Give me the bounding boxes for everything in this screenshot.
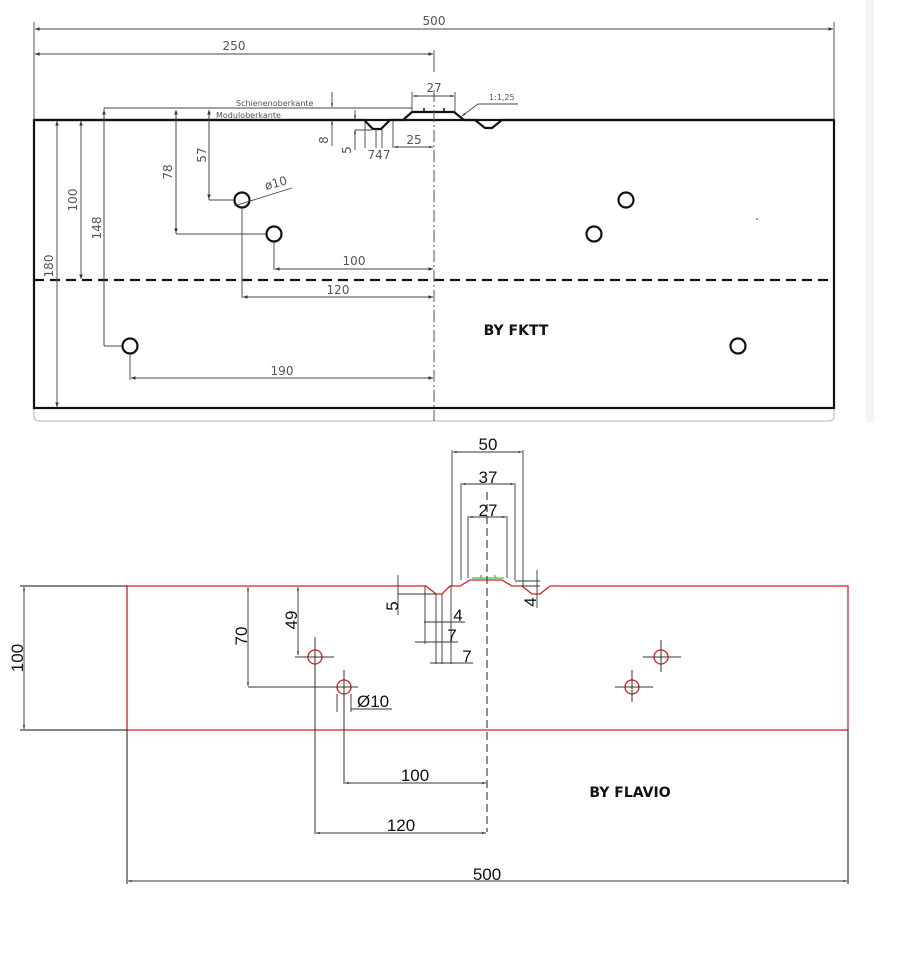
dim-horizontal bbox=[128, 781, 848, 883]
dim-label: 100 bbox=[8, 644, 27, 672]
dim-label: 500 bbox=[473, 865, 501, 884]
author-label: BY FKTT bbox=[484, 323, 549, 339]
module-top-profile-red bbox=[126, 579, 849, 731]
dim-label: 250 bbox=[223, 39, 246, 53]
dim-label: 27 bbox=[479, 501, 498, 520]
dim-rail-height bbox=[515, 570, 540, 608]
dim-label: 5 bbox=[383, 601, 402, 610]
dim-rail-height bbox=[330, 92, 372, 150]
hole bbox=[233, 191, 251, 209]
dim-label: 49 bbox=[282, 611, 301, 630]
dim-horizontal bbox=[129, 208, 433, 380]
diameter-leader bbox=[233, 187, 293, 207]
dim-half-width bbox=[35, 50, 435, 72]
hole-crosshair bbox=[615, 670, 653, 702]
dim-label: 7 bbox=[462, 647, 471, 666]
dim-top-widths bbox=[451, 450, 524, 586]
hole bbox=[729, 337, 747, 355]
hole-crosshair bbox=[334, 670, 358, 784]
dim-label: 100 bbox=[66, 189, 80, 212]
rail-profile bbox=[472, 575, 504, 579]
dim-label: 25 bbox=[406, 133, 421, 147]
dim-label: 4 bbox=[521, 597, 540, 606]
dim-label: 7 bbox=[447, 626, 456, 645]
dim-label: 27 bbox=[426, 81, 441, 95]
module-outline bbox=[32, 118, 836, 410]
hole-crosshair bbox=[295, 637, 334, 834]
dim-total-width bbox=[33, 22, 835, 120]
dim-groove-depth bbox=[397, 575, 436, 615]
outer-extension-lines bbox=[20, 585, 849, 884]
dim-label: 4 bbox=[453, 606, 462, 625]
dim-label: Ø10 bbox=[357, 692, 389, 711]
dim-rail-width bbox=[411, 92, 456, 112]
hole-crosshair bbox=[643, 640, 681, 672]
dim-hole-heights bbox=[246, 586, 336, 688]
dim-label: 190 bbox=[271, 364, 294, 378]
hole bbox=[617, 191, 635, 209]
stray-dot bbox=[756, 218, 758, 220]
dim-label: 180 bbox=[42, 255, 56, 278]
rail-top-label: Schienenoberkante bbox=[236, 99, 314, 108]
dim-groove-widths bbox=[415, 586, 473, 664]
dim-label: 100 bbox=[401, 766, 429, 785]
reference-lines bbox=[103, 107, 412, 347]
dim-groove-widths bbox=[364, 121, 394, 148]
hole bbox=[121, 337, 139, 355]
dim-label: 50 bbox=[479, 435, 498, 454]
slope-leader bbox=[461, 103, 518, 117]
hole bbox=[585, 225, 603, 243]
dim-hole-diameter bbox=[336, 694, 392, 712]
dim-label: 100 bbox=[343, 254, 366, 268]
dim-label: 8 bbox=[317, 136, 331, 144]
dim-label: 148 bbox=[90, 217, 104, 240]
viewer-scroll-strip bbox=[866, 0, 874, 422]
hole bbox=[265, 225, 283, 243]
dim-label: ø10 bbox=[263, 174, 288, 193]
top-drawing: 500 250 27 1:1,25 Schi bbox=[32, 14, 836, 422]
dim-label: 120 bbox=[327, 283, 350, 297]
module-top-label: Moduloberkante bbox=[216, 111, 281, 120]
dim-label: 500 bbox=[423, 14, 446, 28]
dim-vertical-left bbox=[55, 110, 211, 407]
dim-label: 57 bbox=[195, 147, 209, 162]
dim-label: 78 bbox=[161, 164, 175, 179]
author-label: BY FLAVIO bbox=[589, 785, 670, 801]
dim-label: 70 bbox=[232, 627, 251, 646]
bottom-drawing: 100 50 37 27 4 5 bbox=[8, 435, 849, 884]
dim-label: 747 bbox=[368, 148, 391, 162]
dim-label: 5 bbox=[340, 146, 354, 154]
slope-label: 1:1,25 bbox=[489, 93, 515, 102]
dim-label: 120 bbox=[387, 816, 415, 835]
dim-label: 37 bbox=[479, 468, 498, 487]
